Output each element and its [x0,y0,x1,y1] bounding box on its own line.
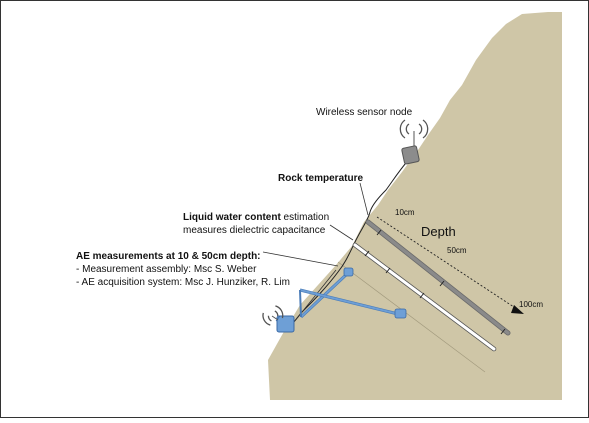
depth-50cm-label: 50cm [447,246,467,255]
ae-acquisition-device [275,315,295,333]
rod-tick [500,328,506,335]
rock-temperature-rod-fill [366,220,510,335]
rod-tick [419,292,425,299]
lwc-leader [329,224,354,241]
depth-10cm-label: 10cm [395,208,415,217]
depth-100cm-label: 100cm [519,300,543,309]
ae-sensor-10cm [343,267,354,277]
rod-tick [364,250,370,257]
wireless-sensor-node-label: Wireless sensor node [316,107,413,118]
ae-title: AE measurements at 10 & 50cm depth: [76,251,261,262]
ae-arm-lower-fill [299,289,399,315]
ae-guide-line [337,261,486,373]
ae-arm-joint [299,289,302,318]
rock-temperature-leader [359,182,369,216]
lwc-label-line2: measures dielectric capacitance [183,225,326,236]
rod-tick [376,229,382,236]
rock-mass [268,12,562,400]
lwc-rod-fill [353,243,496,351]
ae-line1: - Measurement assembly: Msc S. Weber [76,264,257,275]
rod-tick [385,267,391,274]
wireless-sensor-node [401,145,420,165]
lwc-label-line1: Liquid water content estimation [183,212,329,223]
rock-temperature-label: Rock temperature [278,173,363,184]
rod-tick [439,280,445,287]
depth-arrow-head [511,305,524,314]
depth-dotted-line [376,216,521,312]
depth-label: Depth [421,224,456,239]
lwc-label-rest: estimation [281,212,329,223]
ae-leader [262,251,339,267]
wireless-signal-icon [262,305,284,326]
wireless-signal-icon [399,119,429,146]
ae-line2: - AE acquisition system: Msc J. Hunziker… [76,277,290,288]
lwc-label-bold: Liquid water content [183,212,281,223]
ae-sensor-50cm [394,308,407,319]
